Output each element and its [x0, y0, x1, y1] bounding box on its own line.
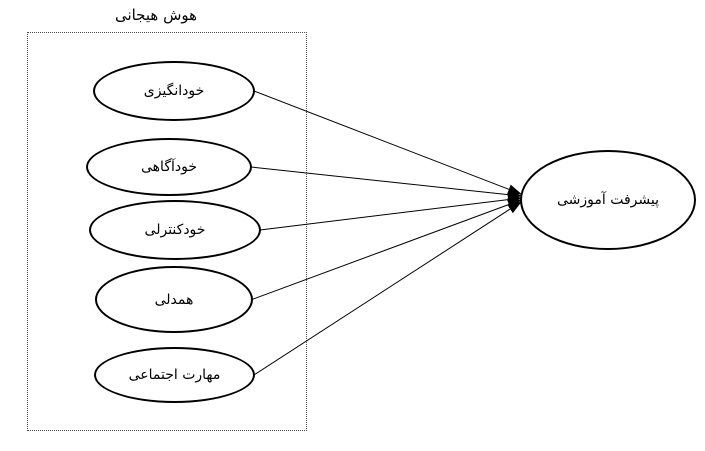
node-label: خودکنترلی: [144, 222, 206, 238]
node-label: همدلی: [154, 291, 194, 308]
group-label: هوش هیجانی: [114, 6, 198, 24]
node-label: پیشرفت آموزشی: [557, 192, 660, 208]
node-label: مهارت اجتماعی: [128, 367, 221, 383]
node-self-motivation: خودانگیزی: [93, 61, 255, 121]
node-self-control: خودکنترلی: [89, 200, 261, 260]
node-social-skill: مهارت اجتماعی: [94, 347, 255, 403]
node-self-awareness: خودآگاهی: [86, 138, 252, 196]
node-label: خودآگاهی: [141, 159, 197, 175]
node-educational-achievement: پیشرفت آموزشی: [520, 150, 696, 250]
node-empathy: همدلی: [95, 266, 253, 333]
node-label: خودانگیزی: [143, 83, 205, 99]
